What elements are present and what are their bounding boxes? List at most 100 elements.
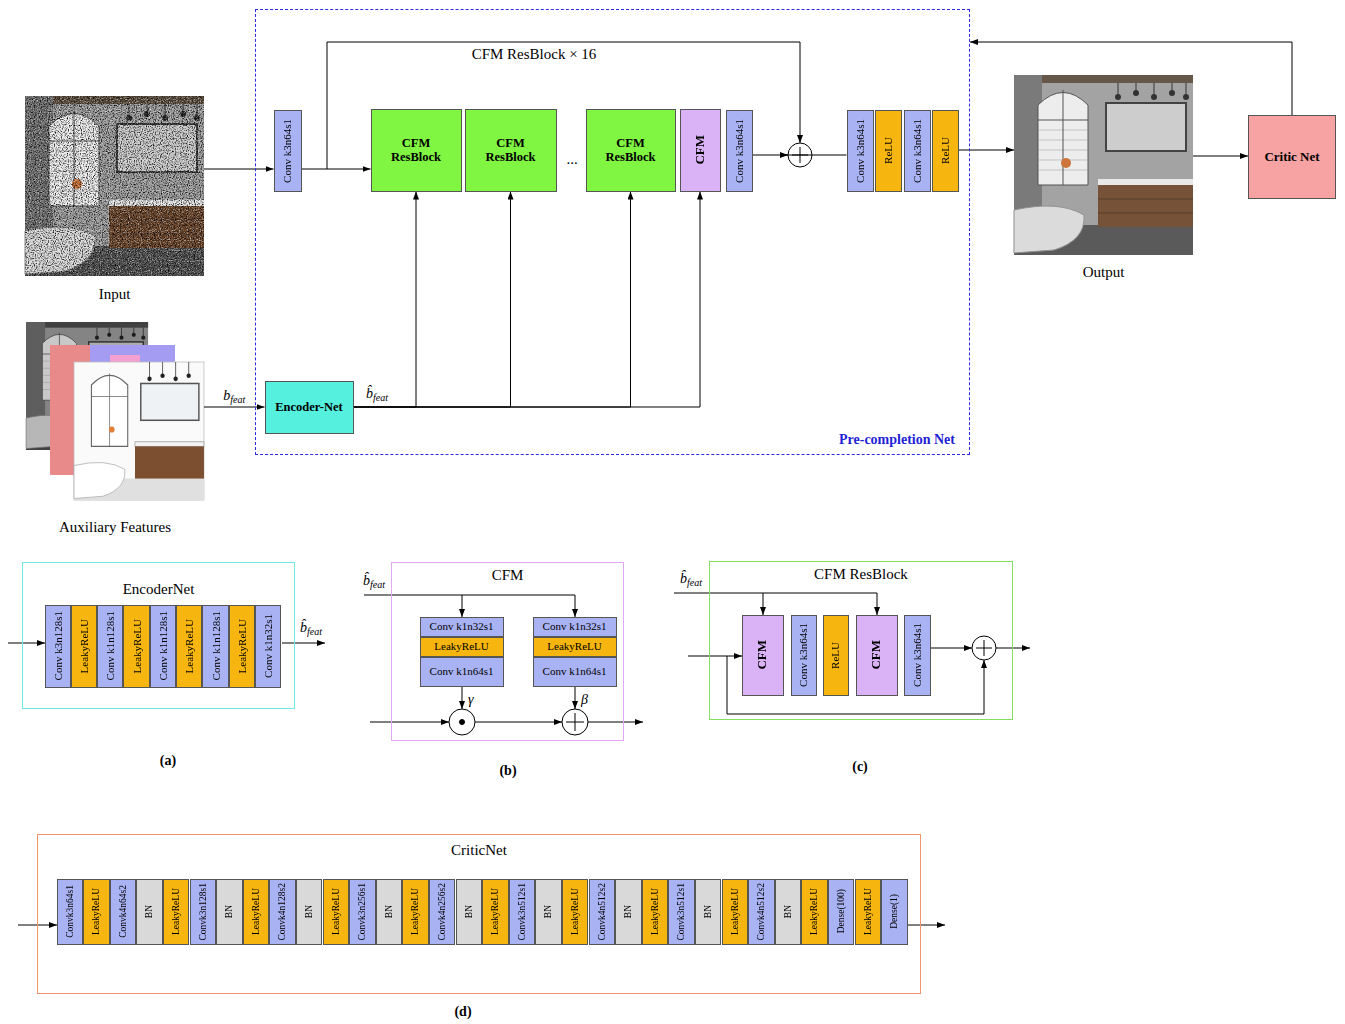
edge-label: bfeat <box>222 388 246 403</box>
conv-layer: Conv k3n64s1 <box>904 110 931 192</box>
layer-label: LeakyReLU <box>410 888 420 935</box>
connector-line <box>8 643 45 644</box>
activation-layer: LeakyReLU <box>71 605 97 688</box>
connector <box>1193 156 1248 157</box>
batchnorm-layer: BN <box>296 879 323 945</box>
annotation: ... <box>566 151 577 167</box>
encoder-net: Encoder-Net <box>265 381 354 434</box>
activation-layer: LeakyReLU <box>642 879 669 945</box>
layer-label: LeakyReLU <box>78 619 90 673</box>
label-holder: ... <box>566 150 577 168</box>
annotation: (c) <box>852 759 868 774</box>
output-render <box>1014 75 1193 256</box>
activation-layer: LeakyReLU <box>83 879 110 945</box>
connector-line <box>996 648 1030 649</box>
input-image: Input <box>25 96 204 276</box>
feature-map <box>74 362 204 500</box>
connector <box>970 42 1292 115</box>
connector-line <box>462 687 463 709</box>
conv-layer: Conv k1n64s1 <box>533 657 617 687</box>
layer-label: Dense(1) <box>889 894 899 929</box>
conv-layer: Conv k1n32s1 <box>420 617 504 637</box>
activation-layer: LeakyReLU <box>482 879 509 945</box>
activation-layer: LeakyReLU <box>176 605 202 688</box>
layer-label: Encoder-Net <box>275 400 343 414</box>
layer-label: Conv k1n64s1 <box>430 665 494 678</box>
layer-label: Conv k1n128s1 <box>210 611 222 680</box>
critic-net: Critic Net <box>1248 115 1336 199</box>
connector-line <box>877 593 878 615</box>
activation-layer: ReLU <box>875 110 902 192</box>
conv-layer: Convk3n512s1 <box>509 879 536 945</box>
conv-layer: Convk3n64s1 <box>57 879 84 945</box>
conv-layer: Convk4n64s2 <box>110 879 137 945</box>
operator-symbol <box>972 636 996 660</box>
layer-label: CFM <box>693 135 707 165</box>
layer-label: ReLU <box>939 137 951 164</box>
layer-label: Conv k3n64s1 <box>911 623 923 687</box>
label-holder: b̂feat <box>680 569 702 587</box>
connector <box>302 169 371 170</box>
connector-line <box>931 648 972 649</box>
dense-layer: Dense(100) <box>828 879 855 945</box>
layer-label: LeakyReLU <box>171 888 181 935</box>
image-caption: Input <box>99 286 131 303</box>
label-holder: (d) <box>454 1002 471 1020</box>
conv-layer: Convk3n256s1 <box>349 879 376 945</box>
layer-label: BN <box>224 905 234 918</box>
layer-label: LeakyReLU <box>251 888 261 935</box>
panel-title: EncoderNet <box>23 581 294 598</box>
batchnorm-layer: BN <box>376 879 403 945</box>
layer-label: BN <box>144 905 154 918</box>
layer-label: LeakyReLU <box>730 888 740 935</box>
batchnorm-layer: BN <box>535 879 562 945</box>
label-holder: (b) <box>499 761 516 779</box>
layer-label: Convk3n512s1 <box>676 883 686 941</box>
batchnorm-layer: BN <box>695 879 722 945</box>
conv-layer: Conv k3n64s1 <box>847 110 874 192</box>
annotation: CFM ResBlock × 16 <box>472 46 597 62</box>
annotation: b̂feat <box>366 386 388 401</box>
annotation: b̂feat <box>363 573 385 588</box>
label-holder: β <box>581 690 588 708</box>
conv-layer: Conv k3n64s1 <box>904 615 931 696</box>
conv-layer: Conv k1n128s1 <box>150 605 176 688</box>
cfm-resblock: CFM ResBlock <box>586 109 676 192</box>
activation-layer: LeakyReLU <box>243 879 270 945</box>
layer-label: Convk3n512s1 <box>517 883 527 941</box>
connector-line <box>462 595 463 617</box>
activation-layer: LeakyReLU <box>163 879 190 945</box>
dense-layer: Dense(1) <box>881 879 908 945</box>
conv-layer: Conv k1n32s1 <box>533 617 617 637</box>
layer-label: Convk3n64s1 <box>65 885 75 938</box>
activation-layer: LeakyReLU <box>722 879 749 945</box>
layer-label: Conv k1n32s1 <box>430 620 494 633</box>
label-holder: (c) <box>852 757 868 775</box>
layer-label: ReLU <box>882 137 894 164</box>
connector-line <box>688 656 742 657</box>
connector-line <box>282 643 325 644</box>
layer-label: Convk3n256s1 <box>357 883 367 941</box>
encodernet-panel: EncoderNetConv k3n128s1LeakyReLUConv k1n… <box>22 562 295 709</box>
layer-label: Conv k3n64s1 <box>911 119 923 183</box>
layer-label: Convk3n128s1 <box>198 883 208 941</box>
layer-label: Conv k1n32s1 <box>543 620 607 633</box>
layer-label: CFM ResBlock <box>480 136 542 165</box>
cfm-resblock: CFM ResBlock <box>371 109 462 192</box>
annotation: (d) <box>454 1004 471 1019</box>
panel-title: CFM <box>392 567 623 584</box>
layer-label: ReLU <box>829 642 841 669</box>
conv-layer: Convk4n128s2 <box>269 879 296 945</box>
cfm-panel: CFMConv k1n32s1LeakyReLUConv k1n64s1Conv… <box>391 562 624 741</box>
layer-label: LeakyReLU <box>650 888 660 935</box>
activation-layer: LeakyReLU <box>229 605 255 688</box>
batchnorm-layer: BN <box>456 879 483 945</box>
layer-label: Convk4n64s2 <box>118 885 128 938</box>
layer-label: CFM <box>755 640 769 670</box>
image-caption: Auxiliary Features <box>59 519 171 536</box>
activation-layer: ReLU <box>932 110 959 192</box>
activation-layer: LeakyReLU <box>562 879 589 945</box>
conv-layer: Conv k3n64s1 <box>791 615 817 696</box>
